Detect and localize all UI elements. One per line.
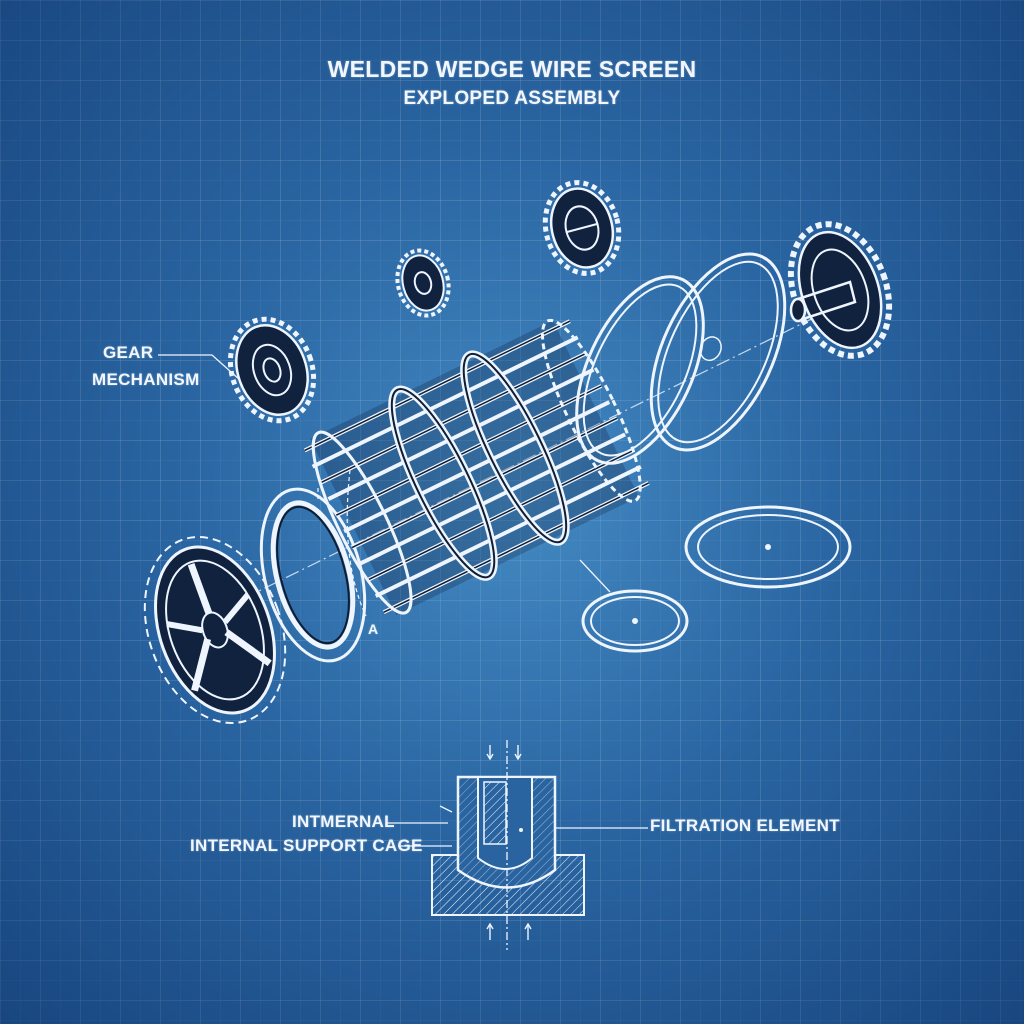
filtration-element-label: FILTRATION ELEMENT bbox=[650, 816, 840, 835]
gasket-large bbox=[684, 505, 852, 589]
small-gear bbox=[395, 248, 451, 318]
center-axis-line bbox=[199, 299, 851, 621]
section-detail-view bbox=[386, 740, 648, 950]
wedge-wire-cage bbox=[303, 318, 650, 616]
gear-label-line1: GEAR bbox=[103, 343, 154, 362]
section-mark-label: A bbox=[368, 621, 379, 637]
intmernal-label: INTMERNAL bbox=[292, 812, 395, 831]
internal-support-cage-label: INTERNAL SUPPORT CAGE bbox=[190, 836, 423, 855]
top-gear bbox=[542, 180, 622, 276]
end-cap-sprocket bbox=[787, 221, 893, 359]
drive-shaft bbox=[789, 280, 857, 323]
gasket-leader-line bbox=[579, 559, 611, 593]
middle-screen-ring bbox=[649, 252, 787, 452]
section-a-bracket bbox=[317, 469, 367, 617]
left-sprocket-gear bbox=[143, 536, 287, 724]
drawing-subtitle: EXPLOPED ASSEMBLY bbox=[403, 88, 621, 109]
drawing-title: WELDED WEDGE WIRE SCREEN bbox=[327, 56, 697, 82]
outer-screen-ring bbox=[575, 275, 705, 465]
gear-label-leader bbox=[158, 354, 241, 381]
left-seal-ring bbox=[259, 487, 367, 663]
gear-label-line2: MECHANISM bbox=[92, 370, 200, 389]
gear-mechanism bbox=[227, 316, 317, 424]
gasket-small bbox=[581, 589, 689, 653]
